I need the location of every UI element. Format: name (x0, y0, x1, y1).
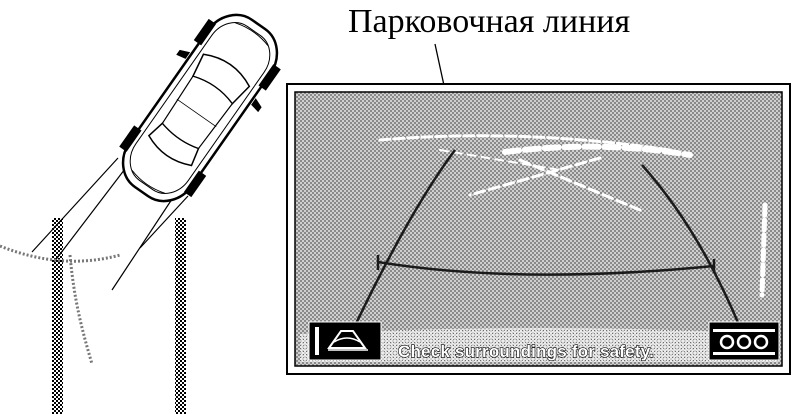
car-top-view (119, 13, 281, 203)
camera-screen: Check surroundings for safety. (286, 83, 791, 375)
guide-line-right (641, 164, 744, 333)
bumper-edge (300, 328, 778, 362)
callout-label: Парковочная линия (348, 3, 630, 40)
parking-stall-line-right (175, 218, 186, 414)
view-cone-line (53, 164, 129, 263)
view-cone-line (139, 195, 189, 249)
projected-guide-line (0, 244, 121, 263)
guide-line-left (350, 149, 457, 333)
parking-stall-line-left (52, 218, 63, 414)
guide-lines (350, 149, 744, 333)
safety-message: Check surroundings for safety. (398, 342, 654, 361)
view-cone-line (31, 157, 119, 253)
projected-guide-line (68, 254, 94, 365)
sensor-display-icon[interactable] (708, 321, 780, 361)
ground-parking-marks (378, 134, 768, 298)
view-cone-line (111, 189, 179, 291)
parking-space-illustration (0, 13, 281, 414)
camera-view-mode-icon[interactable] (308, 321, 382, 361)
distance-guide-line (377, 260, 715, 276)
